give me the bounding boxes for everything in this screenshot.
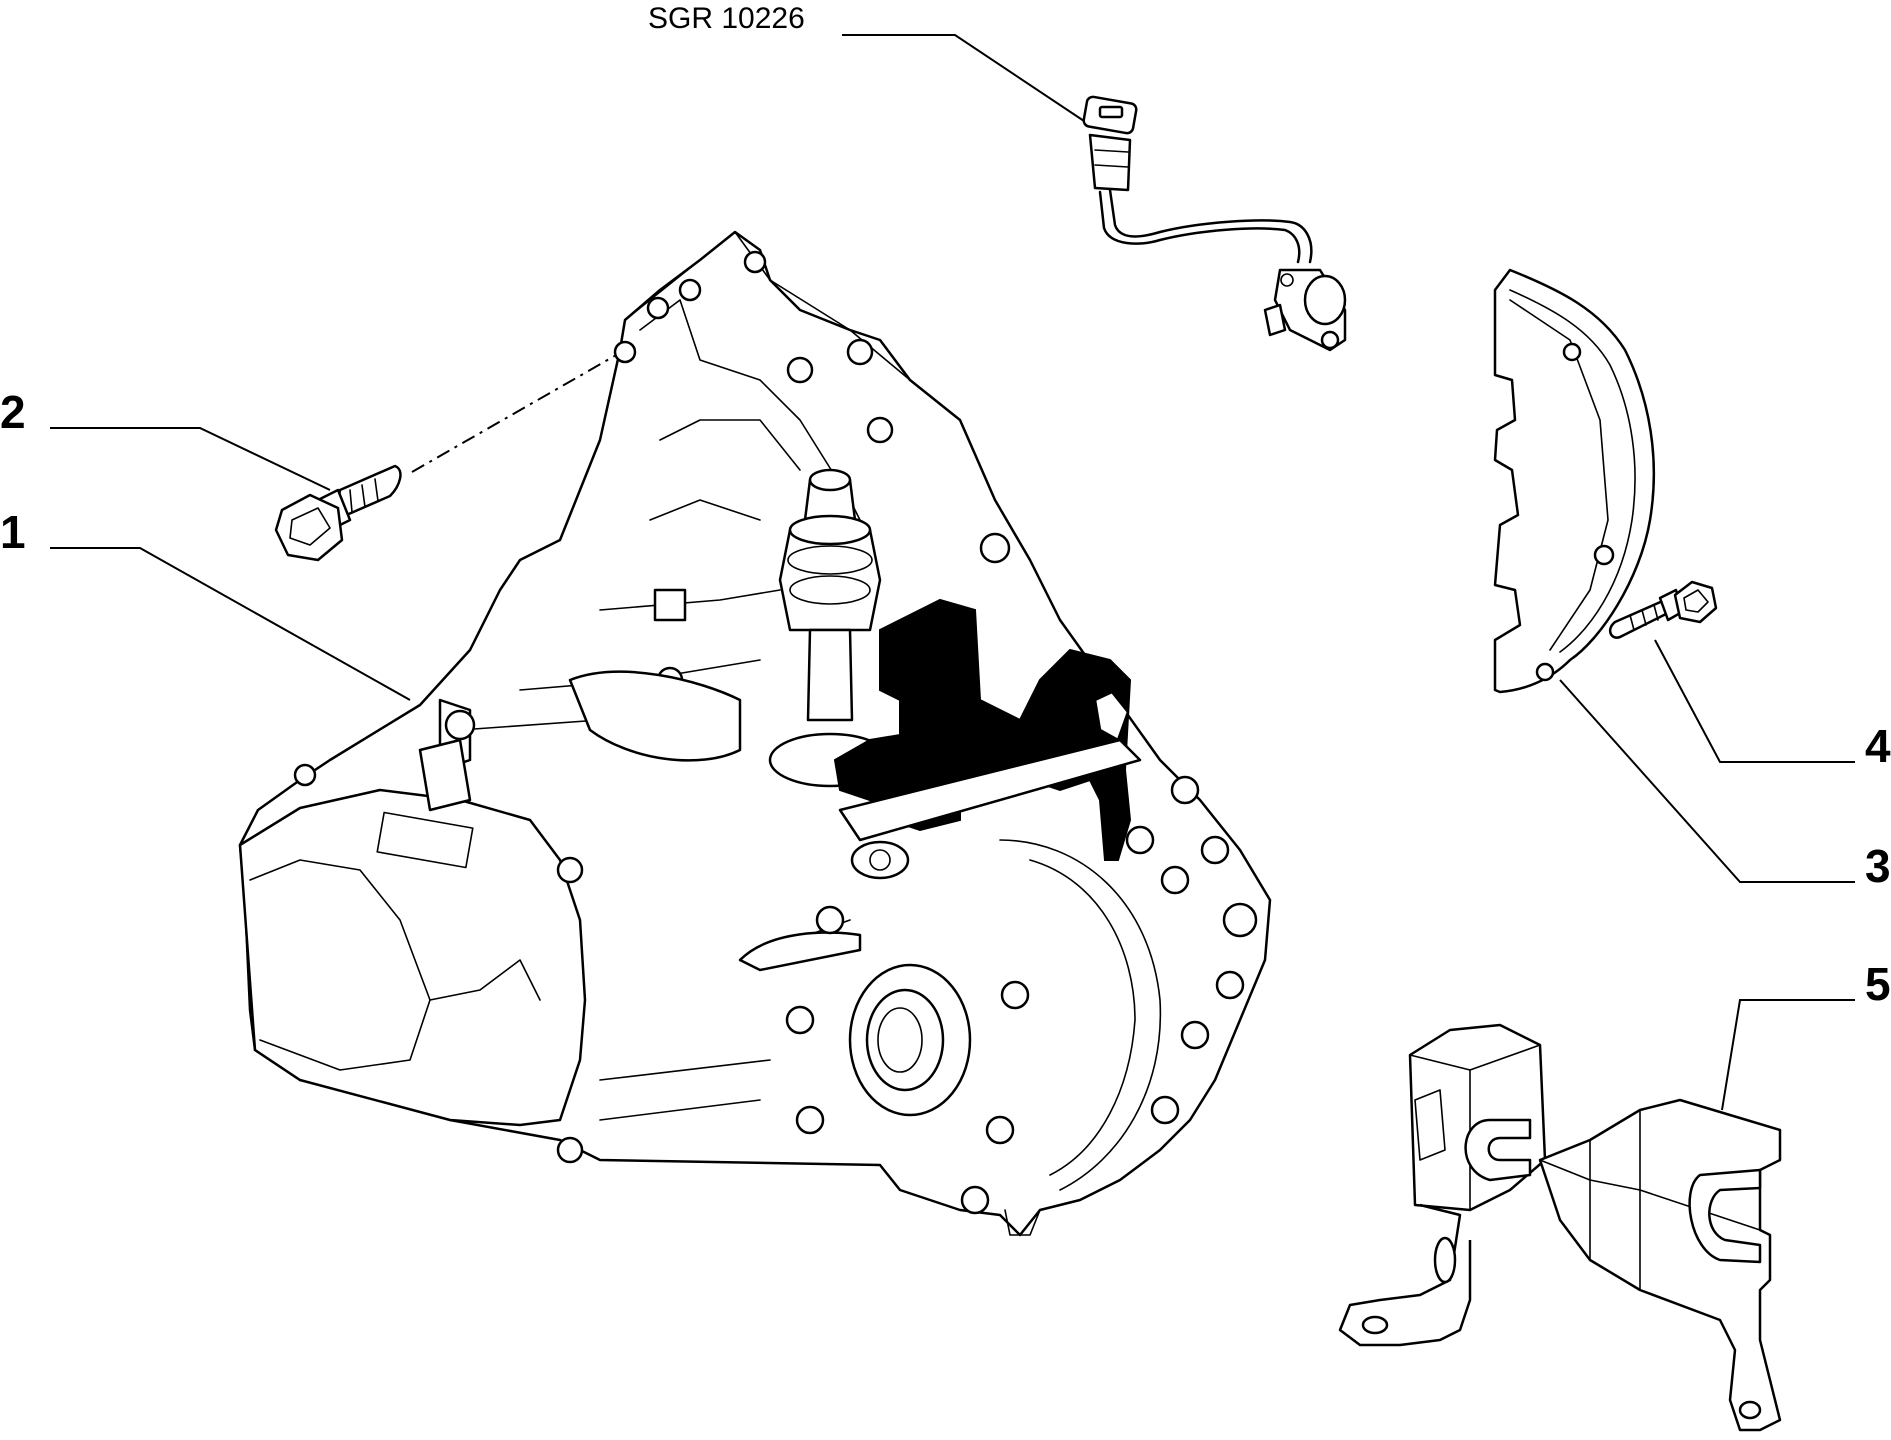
mounting-bracket-icon [1338, 1023, 1782, 1432]
callout-label-3: 3 [1865, 840, 1891, 892]
speed-sensor-icon [1082, 95, 1347, 352]
cover-plate-icon [1493, 268, 1656, 694]
callout-label-1: 1 [0, 506, 26, 558]
flange-bolt-icon [1608, 580, 1718, 639]
gearbox-housing-icon [238, 230, 1272, 1237]
callout-label-5: 5 [1865, 958, 1891, 1010]
drawing-code-label: SGR 10226 [648, 2, 805, 35]
callout-label-4: 4 [1865, 720, 1891, 772]
callout-label-2: 2 [0, 386, 26, 438]
flange-bolt-icon [274, 464, 402, 562]
callout-leaders [50, 34, 1855, 1111]
